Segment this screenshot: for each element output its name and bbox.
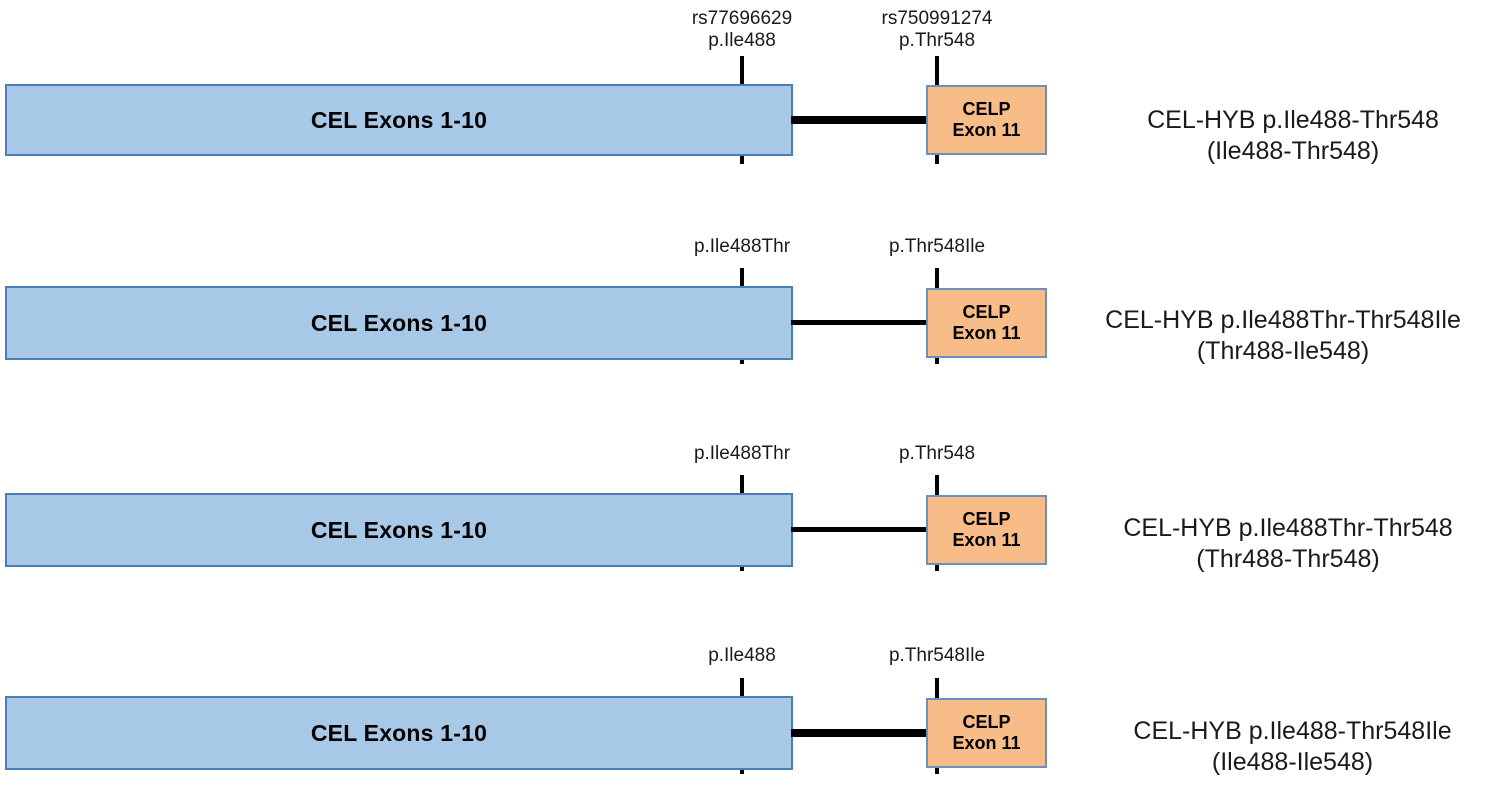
cel-exon-bar-row-1: CEL Exons 1-10 [5,84,793,156]
celp-exon-box-row-3: CELP Exon 11 [926,495,1047,565]
cel-exon-bar-label-row-3: CEL Exons 1-10 [310,516,488,543]
celp-exon-box-line1-row-1: CELP [962,99,1011,120]
row-caption-sub-row-2: (Thr488-Ile548) [1196,337,1370,366]
marker-label-right-row-3: p.Thr548 [899,443,975,465]
marker-label-left-line2-row-1: p.Ile488 [708,30,776,52]
marker-label-right-line1-row-3: p.Thr548 [898,443,976,464]
cel-exon-bar-label-row-1: CEL Exons 1-10 [310,106,488,133]
row-caption-main-row-4: CEL-HYB p.Ile488-Thr548Ile [1133,717,1452,745]
row-caption-row-2: CEL-HYB p.Ile488Thr-Thr548Ile (Thr488-Il… [1063,305,1503,368]
cel-exon-bar-label-row-4: CEL Exons 1-10 [310,719,488,746]
intron-connector-row-2 [791,320,931,325]
celp-exon-box-line1-row-4: CELP [962,712,1011,733]
celp-exon-box-line1-row-2: CELP [962,302,1011,323]
marker-label-left-line1-row-4: p.Ile488 [708,645,776,666]
marker-label-right-line1-row-1: rs750991274 [881,8,993,29]
celp-exon-box-row-1: CELP Exon 11 [926,85,1047,155]
celp-exon-box-line2-row-3: Exon 11 [952,530,1021,550]
intron-connector-row-3 [791,527,931,532]
row-caption-sub-row-4: (Ile488-Ile548) [1211,748,1374,777]
marker-label-left-row-4: p.Ile488 [708,645,776,667]
celp-exon-box-line2-row-1: Exon 11 [952,120,1021,140]
cel-exon-bar-row-2: CEL Exons 1-10 [5,286,793,360]
marker-label-left-line1-row-2: p.Ile488Thr [693,236,791,257]
celp-exon-box-line2-row-4: Exon 11 [952,733,1021,753]
celp-exon-box-row-2: CELP Exon 11 [926,288,1047,358]
row-caption-main-row-1: CEL-HYB p.Ile488-Thr548 [1147,106,1439,134]
marker-label-left-row-2: p.Ile488Thr [694,236,790,258]
marker-label-right-row-2: p.Thr548Ile [889,236,985,258]
cel-exon-bar-row-4: CEL Exons 1-10 [5,696,793,770]
marker-label-right-row-4: p.Thr548Ile [889,645,985,667]
cel-exon-bar-row-3: CEL Exons 1-10 [5,493,793,567]
marker-label-left-row-3: p.Ile488Thr [694,443,790,465]
celp-exon-box-row-4: CELP Exon 11 [926,698,1047,768]
celp-exon-box-line1-row-3: CELP [962,509,1011,530]
marker-label-left-line1-row-3: p.Ile488Thr [693,443,791,464]
marker-label-left-row-1: rs77696629 p.Ile488 [692,8,792,53]
marker-label-left-line1-row-1: rs77696629 [691,8,793,29]
row-caption-row-3: CEL-HYB p.Ile488Thr-Thr548 (Thr488-Thr54… [1073,513,1503,576]
row-caption-main-row-2: CEL-HYB p.Ile488Thr-Thr548Ile [1105,306,1461,334]
cel-exon-bar-label-row-2: CEL Exons 1-10 [310,309,488,336]
marker-label-right-line1-row-4: p.Thr548Ile [888,645,986,666]
marker-label-right-line1-row-2: p.Thr548Ile [888,236,986,257]
row-caption-main-row-3: CEL-HYB p.Ile488Thr-Thr548 [1123,514,1453,542]
marker-label-right-row-1: rs750991274 p.Thr548 [882,8,993,53]
row-caption-sub-row-3: (Thr488-Thr548) [1196,545,1380,574]
row-caption-sub-row-1: (Ile488-Thr548) [1206,137,1380,166]
row-caption-row-4: CEL-HYB p.Ile488-Thr548Ile (Ile488-Ile54… [1080,716,1505,779]
marker-label-right-line2-row-1: p.Thr548 [898,30,976,52]
intron-connector-row-4 [791,729,931,737]
celp-exon-box-line2-row-2: Exon 11 [952,323,1021,343]
intron-connector-row-1 [791,116,931,124]
row-caption-row-1: CEL-HYB p.Ile488-Thr548 (Ile488-Thr548) [1083,105,1503,168]
